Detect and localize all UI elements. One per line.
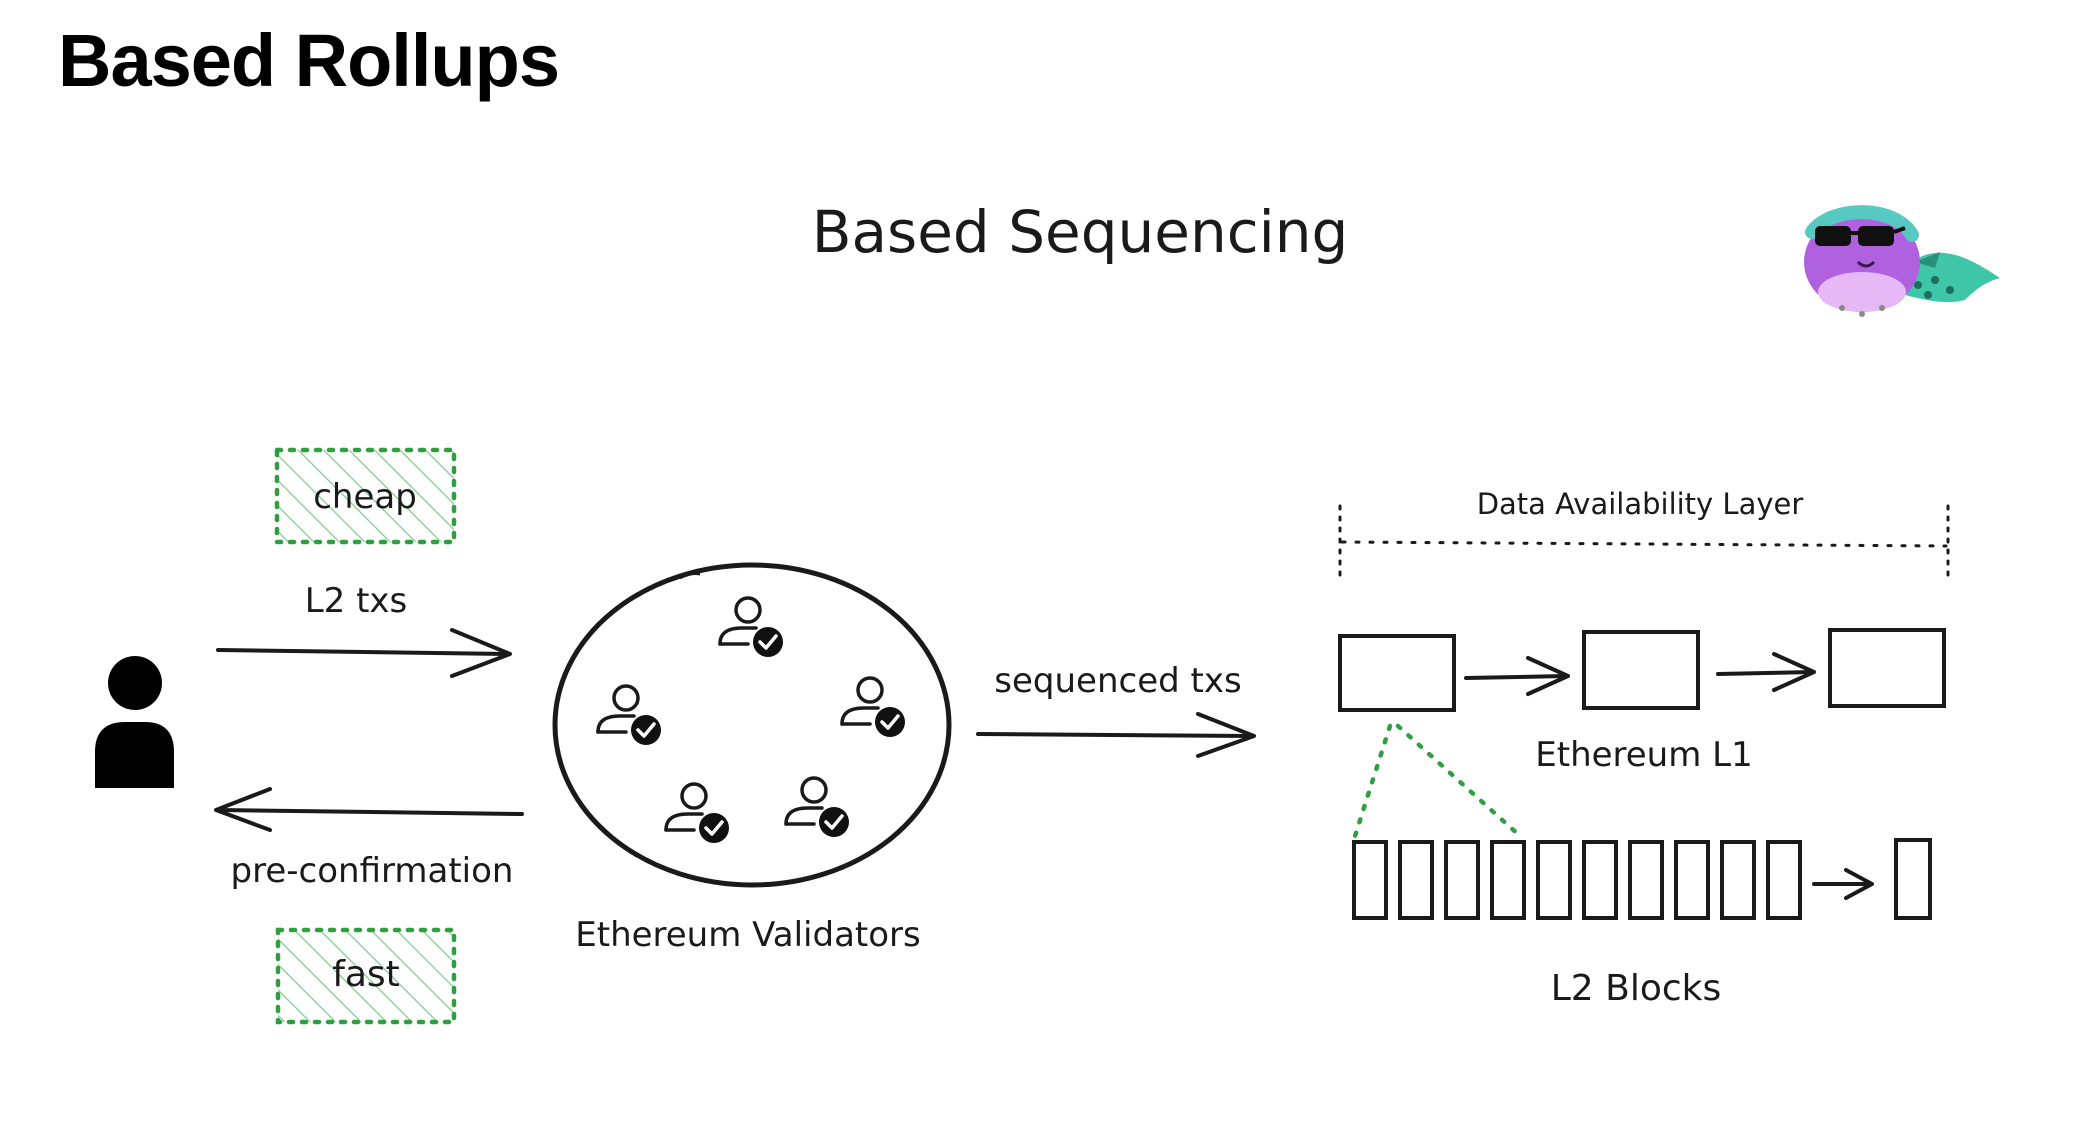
data-availability-bracket — [1338, 504, 1950, 580]
l2-block — [1720, 840, 1756, 920]
l2-block — [1398, 840, 1434, 920]
ethereum-l1-chain — [1338, 628, 1946, 712]
sequenced-txs-label: sequenced txs — [994, 661, 1241, 701]
data-availability-label: Data Availability Layer — [1477, 487, 1804, 521]
l2-blocks-label: L2 Blocks — [1551, 968, 1722, 1009]
l2-blocks-chain — [1352, 838, 1932, 920]
fast-label: fast — [332, 954, 400, 995]
validator-check-icon — [718, 596, 785, 659]
pre-confirmation-arrow — [214, 787, 524, 832]
fast-badge: fast — [275, 927, 457, 1025]
l2-block — [1352, 840, 1388, 920]
validators-circle — [552, 562, 952, 888]
l2-block — [1536, 840, 1572, 920]
validator-check-icon — [784, 776, 851, 839]
l2-txs-arrow — [216, 628, 512, 678]
pre-confirmation-label: pre-confirmation — [231, 851, 514, 891]
diagram-heading: Based Sequencing — [812, 198, 1349, 266]
user-icon — [95, 656, 174, 788]
l2-block — [1766, 840, 1802, 920]
ethereum-l1-label: Ethereum L1 — [1535, 735, 1752, 775]
l2-block — [1628, 840, 1664, 920]
l1-block — [1828, 628, 1946, 708]
validator-check-icon — [596, 684, 663, 747]
mascot-icon — [1804, 205, 2000, 317]
cheap-badge: cheap — [274, 447, 457, 545]
page-title: Based Rollups — [58, 19, 560, 102]
cheap-label: cheap — [313, 477, 417, 517]
l2-block — [1894, 838, 1932, 920]
l1-block — [1582, 630, 1700, 710]
validator-check-icon — [664, 782, 731, 845]
l1-block — [1338, 634, 1456, 712]
l2-block — [1582, 840, 1618, 920]
l2-block — [1444, 840, 1480, 920]
l2-block — [1674, 840, 1710, 920]
l2-block — [1490, 840, 1526, 920]
validators-label: Ethereum Validators — [575, 915, 921, 955]
sequenced-txs-arrow — [976, 712, 1256, 758]
validator-check-icon — [840, 676, 907, 739]
l2-txs-label: L2 txs — [305, 581, 408, 621]
block-expansion-lines — [1352, 723, 1523, 839]
